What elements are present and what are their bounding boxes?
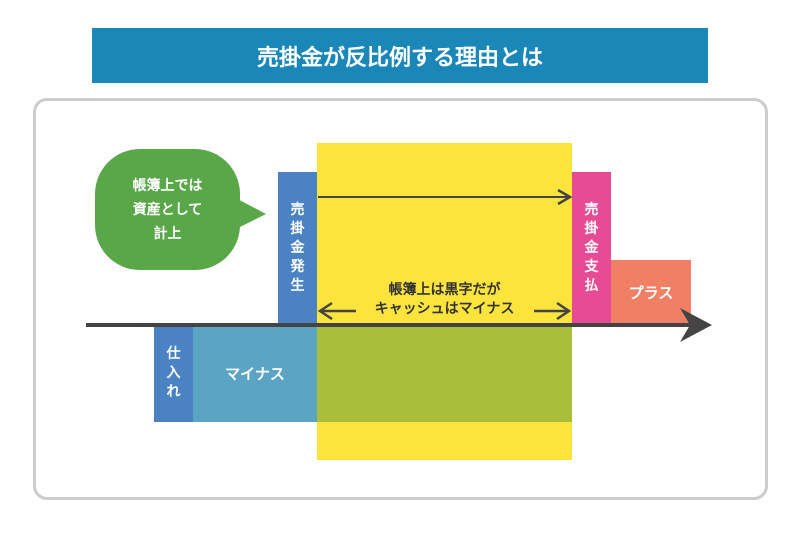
bar-label: 売 — [290, 201, 305, 218]
purchase-bar: 仕入れ — [154, 325, 193, 422]
bar-label: 支 — [584, 258, 599, 275]
bar-label: 生 — [290, 277, 305, 294]
bar-label: 金 — [290, 239, 305, 256]
sales-occur-bar: 売掛金発生 — [278, 172, 317, 324]
time-axis-arrow — [86, 308, 712, 342]
minus-bar: マイナス — [193, 325, 317, 422]
bubble-line: 帳簿上では — [132, 177, 203, 194]
plus-bar: プラス — [611, 260, 691, 324]
minus-label: マイナス — [225, 365, 285, 383]
overlap-minus-area — [317, 325, 572, 422]
bar-label: 発 — [290, 258, 305, 275]
top-arrow — [318, 188, 573, 206]
speech-bubble: 帳簿上では 資産として 計上 — [95, 149, 240, 270]
bubble-line: 計上 — [153, 225, 182, 242]
bar-label: れ — [166, 384, 181, 400]
bar-label: 売 — [584, 201, 599, 218]
bar-label: 仕 — [166, 346, 181, 362]
diagram-frame — [33, 98, 768, 500]
note-line-2: キャッシュはマイナス — [374, 301, 515, 317]
double-arrow — [317, 301, 572, 321]
note-line-1: 帳簿上は黒字だが — [388, 282, 501, 298]
bar-label: 金 — [584, 239, 599, 256]
bar-label: 入 — [166, 365, 181, 381]
bubble-line: 資産として — [132, 201, 203, 218]
bar-label: 払 — [584, 277, 599, 294]
bar-label: 掛 — [290, 220, 305, 237]
page-title: 売掛金が反比例する理由とは — [92, 28, 708, 83]
bar-label: 掛 — [584, 220, 599, 237]
plus-label: プラス — [628, 283, 674, 302]
cash-gap-note: 帳簿上は黒字だが キャッシュはマイナス — [317, 281, 572, 319]
sales-paid-bar: 売掛金支払 — [572, 172, 611, 324]
